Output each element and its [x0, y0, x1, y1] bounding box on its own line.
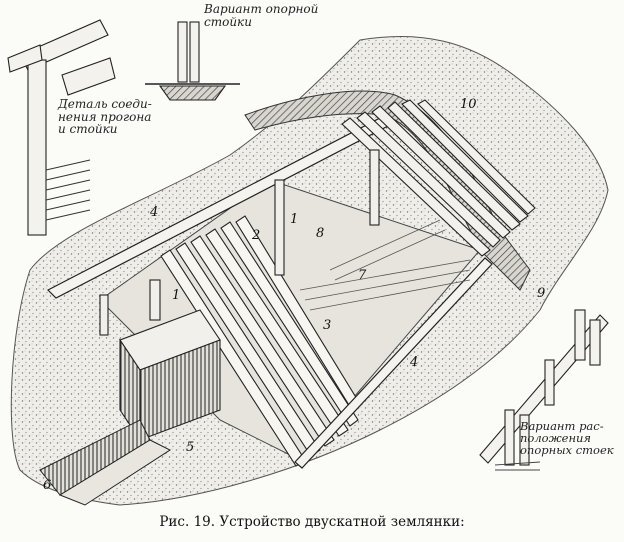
- callout-6: 6: [43, 478, 52, 493]
- callout-10: 10: [460, 97, 477, 112]
- entrance-trench: [39, 419, 172, 506]
- pit-wall-planks: [299, 219, 471, 311]
- callout-3: 3: [323, 318, 332, 333]
- callout-4a: 4: [150, 205, 159, 220]
- roof-logs-front: [160, 215, 361, 467]
- purlin-lower: [294, 257, 493, 469]
- callout-1a: 1: [172, 288, 181, 303]
- variant-layout-label: Вариант рас- положения опорных стоек: [520, 419, 614, 458]
- entrance-box: [119, 309, 221, 442]
- variant-layout-drawing: [479, 309, 609, 471]
- detail-connection-label: Деталь соеди- нения прогона и стойки: [58, 97, 152, 137]
- callout-8: 8: [316, 226, 325, 241]
- detail-connection-drawing: [7, 19, 116, 236]
- callout-7: 7: [358, 268, 367, 283]
- variant-post-drawing: [145, 21, 240, 101]
- callout-4b: 4: [410, 355, 419, 370]
- support-posts: [99, 149, 380, 336]
- variant-post-label: Вариант опорной стойки: [204, 2, 319, 29]
- callout-5: 5: [186, 440, 195, 455]
- callout-2: 2: [252, 228, 261, 243]
- figure-caption: Рис. 19. Устройство двускатной землянки:: [159, 514, 465, 530]
- callout-9: 9: [537, 286, 546, 301]
- callout-1b: 1: [290, 212, 299, 227]
